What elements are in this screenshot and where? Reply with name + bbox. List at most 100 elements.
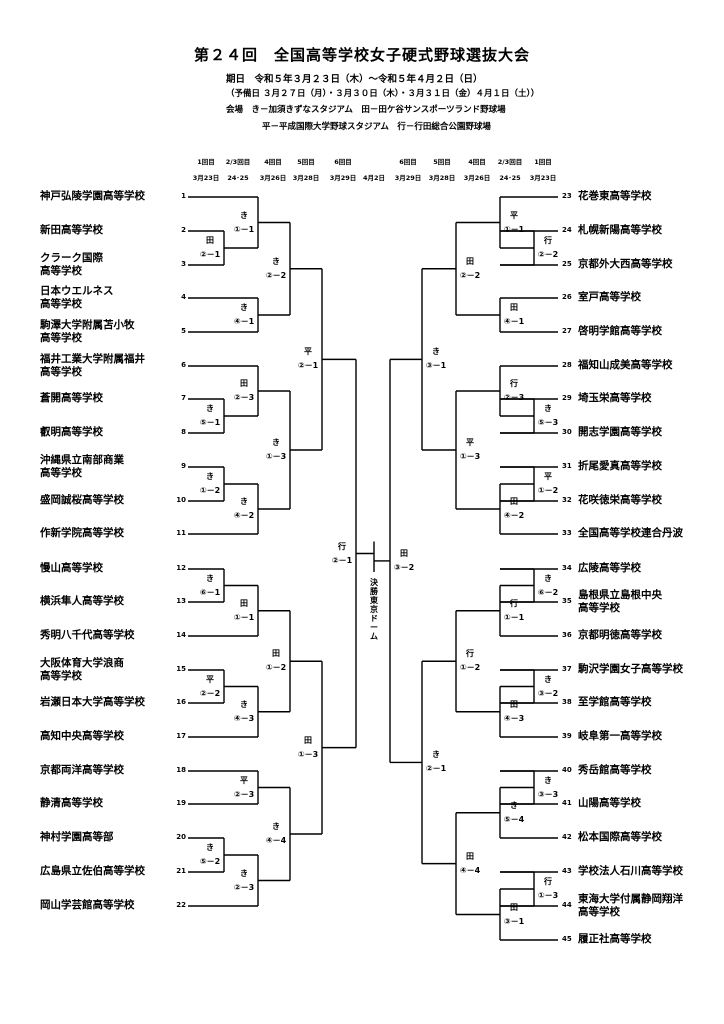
team-name: 沖縄県立南部商業 [40, 454, 124, 466]
team-name: クラーク国際 [40, 252, 103, 264]
seed-number: 21 [176, 867, 186, 875]
final-date: 4月2日 [362, 174, 386, 182]
seed-number: 17 [176, 732, 186, 740]
round-label: 1回目 [534, 158, 552, 166]
team-name: 京都明徳高等学校 [578, 629, 662, 641]
round-date: 3月29日 [329, 174, 357, 182]
team-name: 京都両洋高等学校 [40, 764, 124, 776]
match-venue: 行 [544, 236, 552, 245]
match-code: ②－2 [459, 270, 481, 280]
venue-line-2: 平－平成国際大学野球スタジアム 行－行田総合公園野球場 [262, 122, 491, 132]
seed-number: 9 [181, 462, 186, 470]
match-code: ②－3 [233, 789, 255, 799]
team-name: 高等学校 [40, 265, 82, 277]
match-venue: き [240, 303, 248, 312]
seed-number: 19 [176, 799, 186, 807]
match-venue: 田 [510, 699, 518, 709]
seed-number: 18 [176, 766, 186, 774]
match-code: ③－1 [503, 916, 525, 926]
team-name: 岩瀬日本大学高等学校 [40, 696, 145, 708]
match-code: ②－1 [331, 555, 353, 565]
match-venue: 平 [544, 472, 552, 481]
team-name: 岐阜第一高等学校 [578, 730, 662, 742]
match-venue: 田 [240, 598, 248, 608]
seed-number: 2 [181, 226, 186, 234]
match-venue: き [432, 347, 440, 357]
match-venue: き [544, 404, 552, 413]
seed-number: 22 [176, 901, 186, 909]
seed-number: 24 [562, 226, 572, 234]
seed-number: 44 [562, 901, 572, 909]
match-venue: き [272, 256, 280, 266]
match-code: ①－2 [459, 663, 481, 673]
round-label: 4回目 [468, 158, 486, 166]
page-title: 第２４回 全国高等学校女子硬式野球選抜大会 [193, 46, 530, 64]
seed-number: 43 [562, 867, 572, 875]
team-name: 高等学校 [40, 670, 82, 682]
match-venue: き [544, 573, 552, 583]
match-code: ⑤－2 [199, 857, 221, 866]
match-venue: 平 [510, 210, 518, 220]
team-name: 高等学校 [40, 467, 82, 479]
seed-number: 12 [176, 564, 186, 572]
match-code: ⑥－1 [199, 587, 221, 597]
team-name: 秀明八千代高等学校 [40, 629, 135, 641]
seed-number: 37 [562, 665, 572, 673]
round-date: 3月23日 [192, 174, 220, 182]
match-venue: 平 [240, 775, 248, 785]
tournament-header: 第２４回 全国高等学校女子硬式野球選抜大会 期日 令和５年３月２３日（木）～令和… [0, 0, 724, 150]
round-label: 5回目 [433, 158, 451, 166]
round-date: 3月29日 [394, 174, 422, 182]
match-venue: 平 [206, 674, 214, 684]
match-code: ①－3 [459, 452, 481, 461]
seed-number: 11 [176, 529, 186, 537]
match-venue: き [206, 843, 214, 852]
match-venue: 田 [400, 548, 408, 558]
seed-number: 28 [562, 361, 572, 369]
team-name: 広陵高等学校 [578, 562, 641, 574]
match-venue: き [240, 210, 248, 220]
team-name: 駒沢学園女子高等学校 [578, 663, 683, 675]
match-code: ③－2 [537, 688, 559, 698]
team-name: 叡明高等学校 [40, 426, 103, 438]
match-venue: き [240, 868, 248, 878]
venue-line-1: 会場 き－加須きずなスタジアム 田－田ケ谷サンスポーツランド野球場 [226, 105, 506, 115]
round-date: 3月26日 [259, 174, 287, 182]
match-code: ①－3 [297, 749, 319, 759]
round-label: 4回目 [264, 158, 282, 166]
match-venue: き [272, 438, 280, 447]
match-venue: 田 [240, 379, 248, 388]
match-code: ⑤－3 [537, 418, 559, 427]
round-label: 5回目 [297, 158, 315, 166]
seed-number: 14 [176, 631, 186, 639]
seed-number: 39 [562, 732, 572, 740]
match-code: ③－2 [393, 562, 415, 572]
match-code: ④－1 [503, 317, 525, 326]
seed-number: 20 [176, 833, 186, 841]
match-code: ⑥－2 [537, 587, 559, 597]
match-venue: き [544, 674, 552, 684]
round-date: 3月26日 [463, 174, 491, 182]
team-name: 作新学院高等学校 [40, 527, 124, 539]
team-name: 札幌新陽高等学校 [578, 224, 662, 236]
team-name: 至学館高等学校 [578, 696, 652, 708]
team-name: 駒澤大学附属苫小牧 [40, 319, 135, 331]
team-name: 学校法人石川高等学校 [578, 865, 683, 877]
match-code: ②－1 [199, 250, 221, 259]
match-venue: 行 [544, 877, 552, 886]
match-venue: き [272, 822, 280, 831]
round-date: 3月28日 [428, 174, 456, 182]
seed-number: 33 [562, 529, 572, 537]
match-venue: 行 [510, 379, 518, 388]
match-venue: 平 [304, 347, 312, 357]
match-code: ①－1 [503, 612, 525, 622]
seed-number: 41 [562, 799, 572, 807]
match-code: ④－4 [265, 836, 287, 845]
team-name: 折尾愛真高等学校 [578, 460, 662, 472]
match-venue: き [240, 699, 248, 709]
seed-number: 36 [562, 631, 572, 639]
match-venue: 田 [510, 902, 518, 912]
match-code: ①－1 [503, 224, 525, 234]
seed-number: 1 [181, 192, 186, 200]
